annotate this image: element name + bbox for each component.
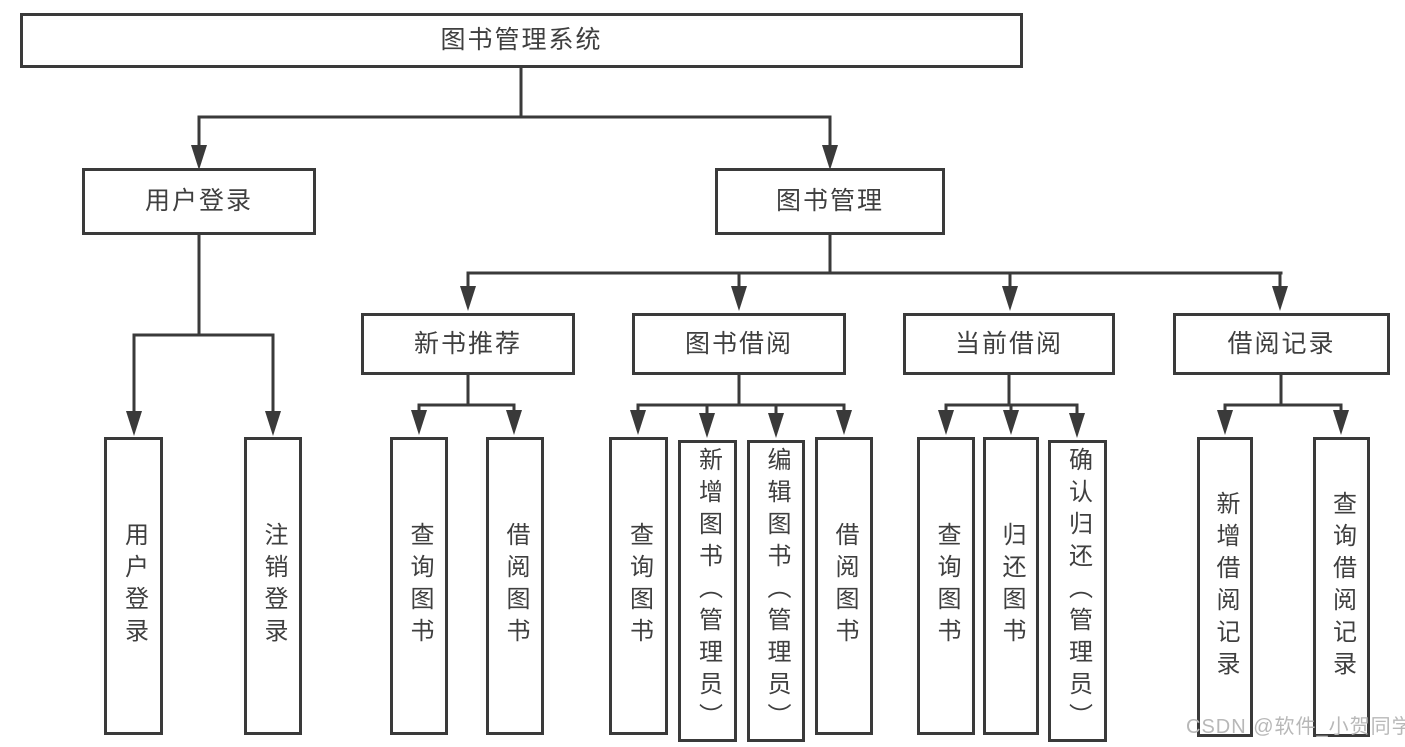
arrowhead xyxy=(265,411,281,436)
leaf-label: 借阅图书 xyxy=(502,522,529,650)
node-label: 当前借阅 xyxy=(954,329,1063,358)
arrowhead xyxy=(699,413,715,438)
node-label: 新书推荐 xyxy=(413,329,522,358)
arrowhead xyxy=(191,145,207,170)
leaf-query-books-borrowing: 查询图书 xyxy=(609,437,668,735)
leaf-label: 注销登录 xyxy=(260,522,287,650)
leaf-edit-books-admin: 编辑图书（管理员） xyxy=(747,440,805,742)
leaf-label: 借阅图书 xyxy=(831,522,858,650)
leaf-label: 用户登录 xyxy=(120,522,148,650)
node-label: 用户登录 xyxy=(144,187,253,215)
csdn-watermark: CSDN @软件_小贺同学 xyxy=(1186,716,1405,738)
arrowhead xyxy=(630,410,646,435)
arrowhead xyxy=(1069,413,1085,438)
arrowhead xyxy=(126,411,142,436)
leaf-user-login: 用户登录 xyxy=(104,437,163,735)
leaf-logout-login: 注销登录 xyxy=(244,437,302,735)
connector-paths xyxy=(132,66,1343,416)
arrowhead xyxy=(506,410,522,435)
arrowhead xyxy=(768,413,784,438)
node-book-management: 图书管理 xyxy=(715,168,945,235)
leaf-borrow-books-recommend: 借阅图书 xyxy=(486,437,544,735)
node-current-borrowing: 当前借阅 xyxy=(903,313,1115,375)
arrowhead xyxy=(822,145,838,170)
leaf-add-books-admin: 新增图书（管理员） xyxy=(678,440,737,742)
leaf-label: 新增图书（管理员） xyxy=(694,447,722,735)
leaf-label: 查询图书 xyxy=(406,522,433,650)
node-new-book-recommend: 新书推荐 xyxy=(361,313,575,375)
arrowhead xyxy=(731,286,747,311)
node-book-borrowing: 图书借阅 xyxy=(632,313,846,375)
leaf-confirm-return-admin: 确认归还（管理员） xyxy=(1048,440,1107,742)
node-label: 图书借阅 xyxy=(684,329,793,358)
arrowhead xyxy=(1217,410,1233,435)
arrowhead xyxy=(938,410,954,435)
node-label: 图书管理 xyxy=(775,187,884,215)
arrowhead xyxy=(1333,410,1349,435)
leaf-label: 查询图书 xyxy=(625,522,653,650)
node-library-management-system: 图书管理系统 xyxy=(20,13,1023,68)
node-label: 借阅记录 xyxy=(1227,329,1336,358)
arrowhead xyxy=(836,410,852,435)
leaf-label: 查询图书 xyxy=(933,522,960,650)
leaf-query-books-recommend: 查询图书 xyxy=(390,437,448,735)
leaf-query-books-current: 查询图书 xyxy=(917,437,975,735)
node-borrow-records: 借阅记录 xyxy=(1173,313,1390,375)
leaf-label: 新增借阅记录 xyxy=(1212,491,1239,683)
arrowhead xyxy=(460,286,476,311)
leaf-return-books: 归还图书 xyxy=(983,437,1039,735)
node-user-login: 用户登录 xyxy=(82,168,316,235)
leaf-label: 确认归还（管理员） xyxy=(1064,447,1092,735)
leaf-query-borrow-record: 查询借阅记录 xyxy=(1313,437,1370,737)
node-label: 图书管理系统 xyxy=(440,26,603,54)
arrowhead xyxy=(1272,286,1288,311)
leaf-label: 查询借阅记录 xyxy=(1328,491,1356,683)
leaf-label: 归还图书 xyxy=(998,522,1025,650)
arrowhead xyxy=(1002,286,1018,311)
arrowhead xyxy=(411,410,427,435)
arrowhead xyxy=(1003,410,1019,435)
leaf-label: 编辑图书（管理员） xyxy=(763,447,790,735)
leaf-borrow-books: 借阅图书 xyxy=(815,437,873,735)
leaf-add-borrow-record: 新增借阅记录 xyxy=(1197,437,1253,737)
